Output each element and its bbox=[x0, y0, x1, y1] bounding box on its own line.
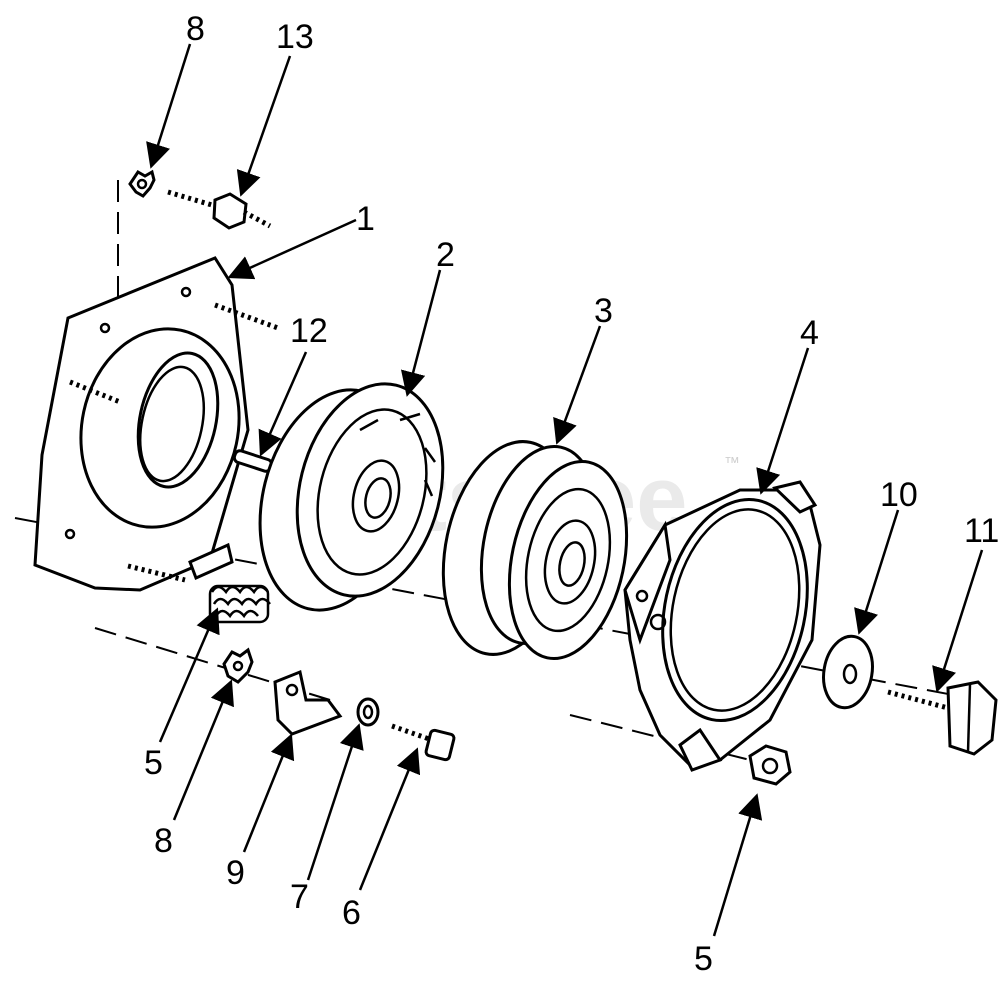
part-9-bracket bbox=[273, 669, 343, 736]
callout-5-right: 5 bbox=[694, 940, 713, 978]
part-12-key bbox=[232, 449, 274, 473]
trademark-symbol: ™ bbox=[724, 455, 740, 472]
callout-labels: 8 13 1 2 3 4 12 10 11 5 8 9 7 6 5 bbox=[144, 10, 999, 978]
part-8-star-washer-top bbox=[128, 169, 156, 198]
callout-10: 10 bbox=[880, 476, 918, 514]
part-4-housing bbox=[623, 480, 822, 772]
part-10-flat-washer bbox=[822, 634, 874, 710]
callout-5-left: 5 bbox=[144, 744, 163, 782]
callout-8-bottom: 8 bbox=[154, 822, 173, 860]
part-8-star-washer-bottom bbox=[222, 647, 254, 684]
callout-1: 1 bbox=[356, 200, 375, 238]
callout-6: 6 bbox=[342, 894, 361, 932]
callout-2: 2 bbox=[436, 236, 455, 274]
callout-7: 7 bbox=[290, 878, 309, 916]
callout-11: 11 bbox=[964, 512, 999, 550]
part-5-spring bbox=[208, 584, 271, 624]
part-1-mounting-plate bbox=[33, 256, 279, 592]
part-11-hex-bolt bbox=[887, 680, 998, 756]
callout-9: 9 bbox=[226, 854, 245, 892]
callout-13: 13 bbox=[276, 18, 314, 56]
part-5-hex-nut-right bbox=[748, 744, 792, 786]
callout-8-top: 8 bbox=[186, 10, 205, 48]
callout-4: 4 bbox=[800, 314, 819, 352]
callout-3: 3 bbox=[594, 292, 613, 330]
part-2-armature-disc bbox=[258, 382, 445, 612]
part-7-lock-washer bbox=[356, 697, 380, 727]
part-13-stud-bolt bbox=[167, 189, 272, 230]
callout-12: 12 bbox=[290, 312, 328, 350]
leader-arrows bbox=[146, 43, 984, 937]
part-3-pulley bbox=[441, 440, 629, 661]
part-6-bolt bbox=[391, 723, 456, 762]
